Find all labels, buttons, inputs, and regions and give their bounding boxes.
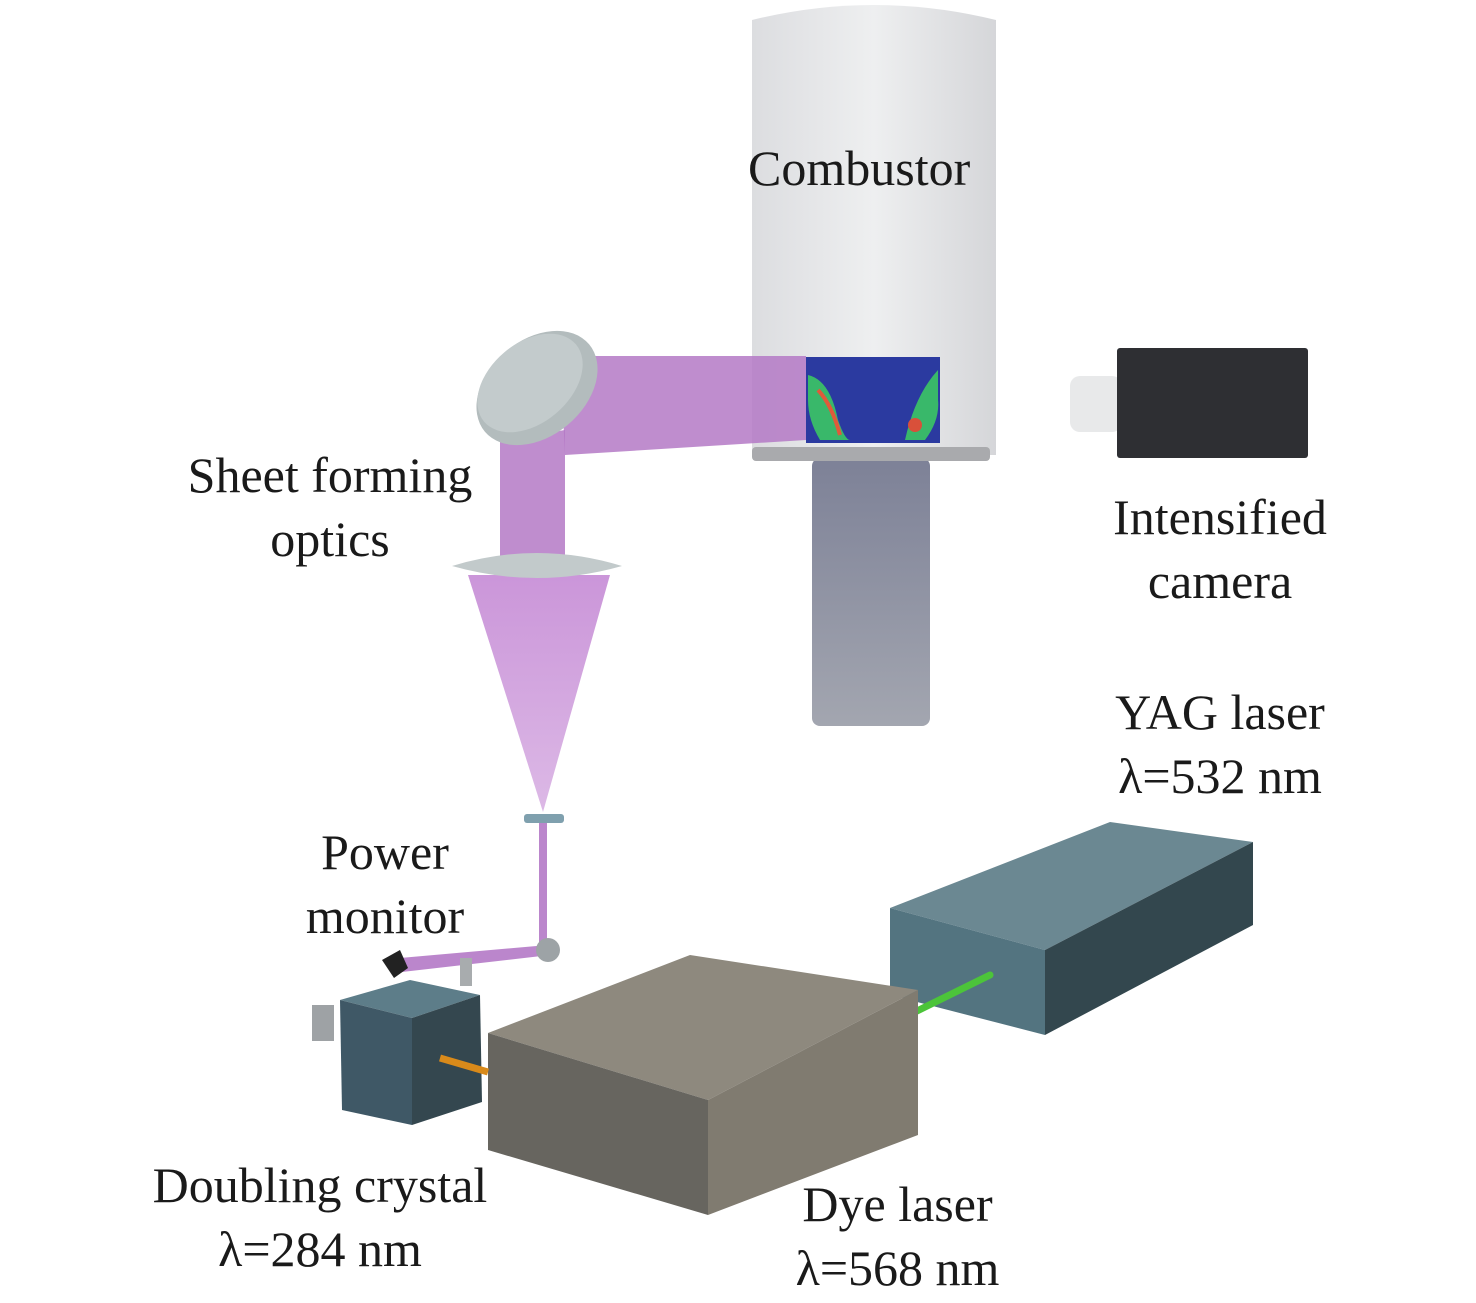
intensified-camera — [1070, 348, 1308, 458]
cylindrical-lens — [452, 553, 622, 578]
uv-beam — [400, 356, 806, 972]
yag-laser — [890, 822, 1253, 1035]
dye-laser — [488, 955, 918, 1215]
doubling-crystal — [312, 950, 489, 1125]
flame-image — [806, 357, 940, 443]
sheet-forming-optics — [452, 330, 622, 962]
combustor — [752, 5, 996, 726]
label-combustor: Combustor — [748, 140, 971, 196]
green-beam — [911, 971, 994, 1016]
power-monitor-sensor — [382, 950, 408, 978]
